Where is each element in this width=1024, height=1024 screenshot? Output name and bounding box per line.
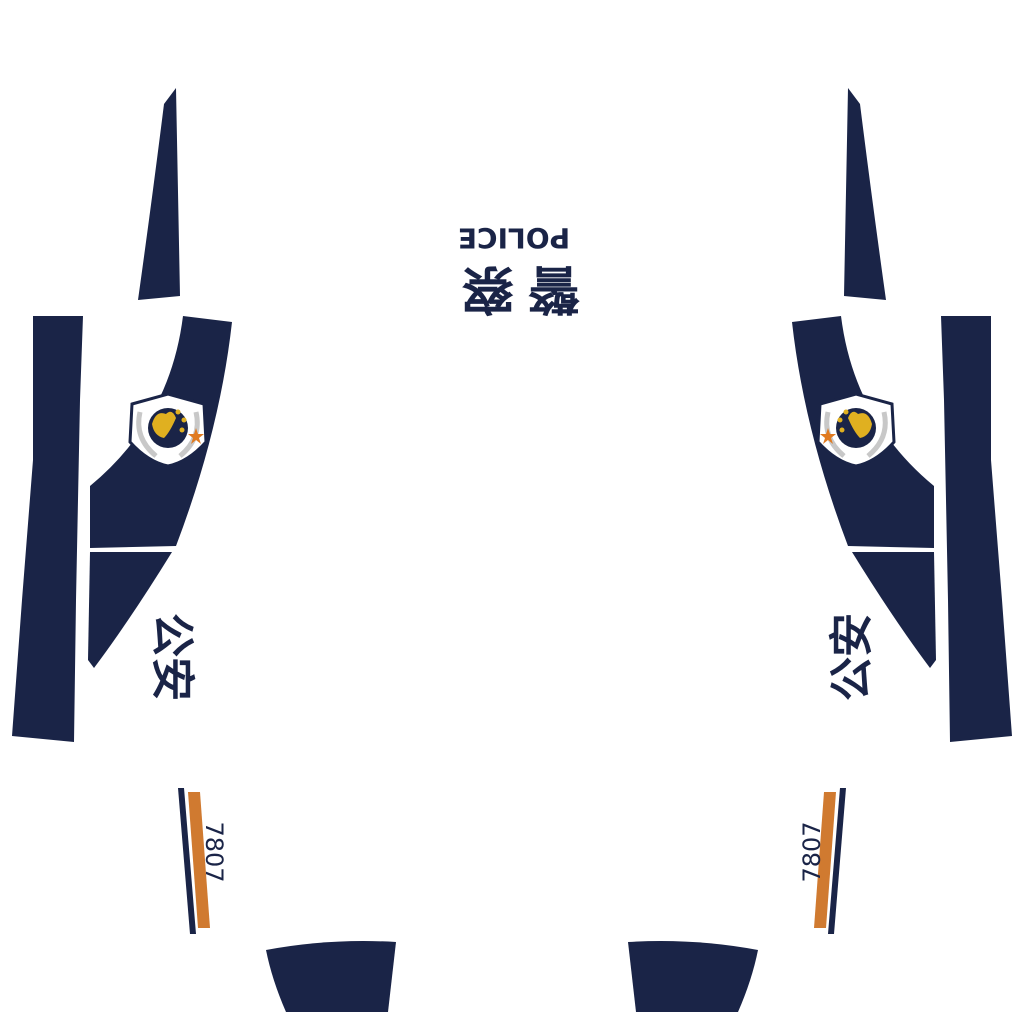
left-side-panels [12,88,396,1012]
hood-police-cn: 警察 [448,258,580,318]
left-unit-number: 7807 [200,821,228,882]
left-gongan-label: 公安 [147,613,198,701]
right-door-curve-lower [852,552,936,668]
right-number-stripe-navy [828,788,846,934]
police-badge-icon [128,392,208,468]
police-badge-icon [816,392,896,468]
right-side-panels [628,88,1012,1012]
right-gongan-label: 公安 [827,613,878,701]
left-number-stripe-orange [188,792,210,928]
right-pillar-stripe [844,88,886,300]
left-outer-stripe [12,316,83,742]
right-number-stripe-orange [814,792,836,928]
left-pillar-stripe [138,88,180,300]
hood-police-en: POLICE [458,222,570,255]
left-number-stripe-navy [178,788,196,934]
right-rear-bumper [628,941,758,1012]
right-unit-number: 7807 [798,821,826,882]
right-outer-stripe [941,316,1012,742]
left-rear-bumper [266,941,396,1012]
left-door-curve-lower [88,552,172,668]
